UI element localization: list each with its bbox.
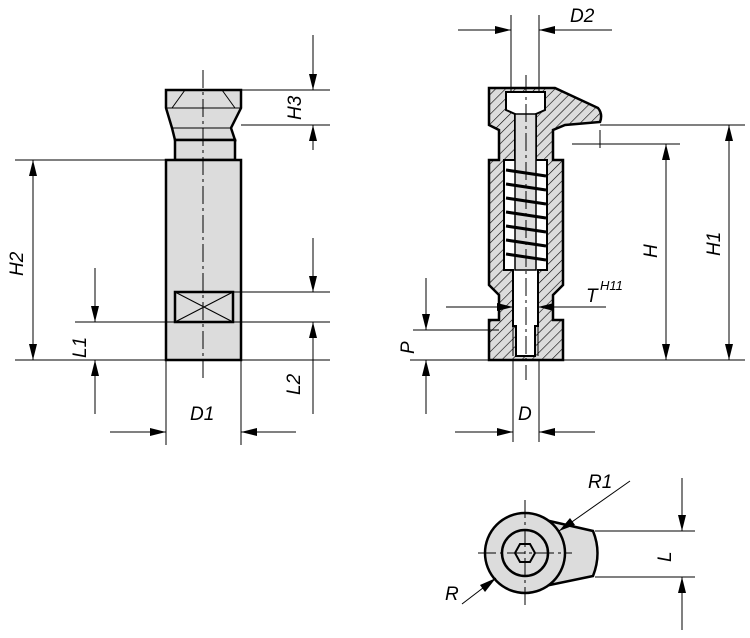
dim-H1-label: H1: [704, 232, 725, 256]
dim-D1-label: D1: [190, 404, 214, 425]
side-view: H3 H2 L1 L2 D1: [7, 35, 330, 445]
dim-T-tolerance: H11: [600, 278, 623, 293]
dim-H-label: H: [641, 244, 662, 258]
dim-R1-label: R1: [588, 472, 612, 493]
dim-R-label: R: [445, 584, 459, 605]
side-view-neck: [173, 138, 237, 162]
dim-L-label: L: [655, 551, 676, 562]
dim-D-label: D: [518, 404, 532, 425]
top-view: R1 R L: [445, 472, 695, 630]
dim-D2-label: D2: [570, 6, 595, 27]
dim-H2-label: H2: [7, 251, 28, 276]
dim-L1-label: L1: [70, 337, 91, 358]
section-view: D2 H H1 T H11 P D: [398, 6, 745, 442]
dim-L2-label: L2: [284, 373, 305, 395]
dim-P-label: P: [398, 341, 419, 354]
dim-T-label: T: [586, 286, 599, 307]
dim-H3-label: H3: [285, 95, 306, 120]
